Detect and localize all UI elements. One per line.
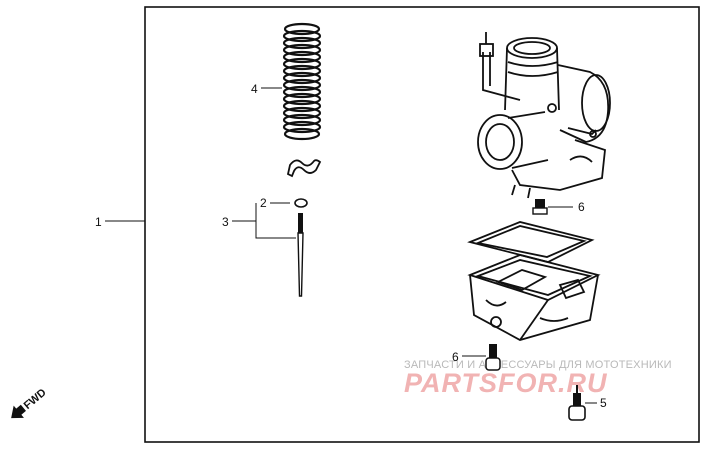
float-bowl-gasket [467,221,595,263]
fwd-indicator: FWD [11,387,49,419]
watermark-tagline: ЗАПЧАСТИ И АКСЕССУАРЫ ДЛЯ МОТОТЕХНИКИ [404,359,672,371]
callout-6-upper: 6 [578,200,585,214]
needle-clip [286,159,322,178]
carburetor-body [477,32,611,199]
callout-4: 4 [251,82,258,96]
jet-needle [297,213,304,297]
drain-screw-upper [532,199,548,215]
needle-clip-ring [294,198,308,208]
callout-2: 2 [260,196,267,210]
assembly-frame [144,6,700,443]
float-bowl [467,254,601,341]
bowl-screw [568,385,586,421]
leader-line-3b [255,221,296,239]
watermark: ЗАПЧАСТИ И АКСЕССУАРЫ ДЛЯ МОТОТЕХНИКИ PA… [404,359,672,398]
drain-screw-lower [485,344,501,371]
callout-3: 3 [222,215,229,229]
fwd-arrow-icon [11,404,26,419]
leader-line-3 [232,203,257,222]
callout-1: 1 [95,215,102,229]
throttle-valve-spring [282,22,322,141]
callout-5: 5 [600,396,607,410]
callout-6-lower: 6 [452,350,459,364]
fwd-label: FWD [22,387,49,412]
